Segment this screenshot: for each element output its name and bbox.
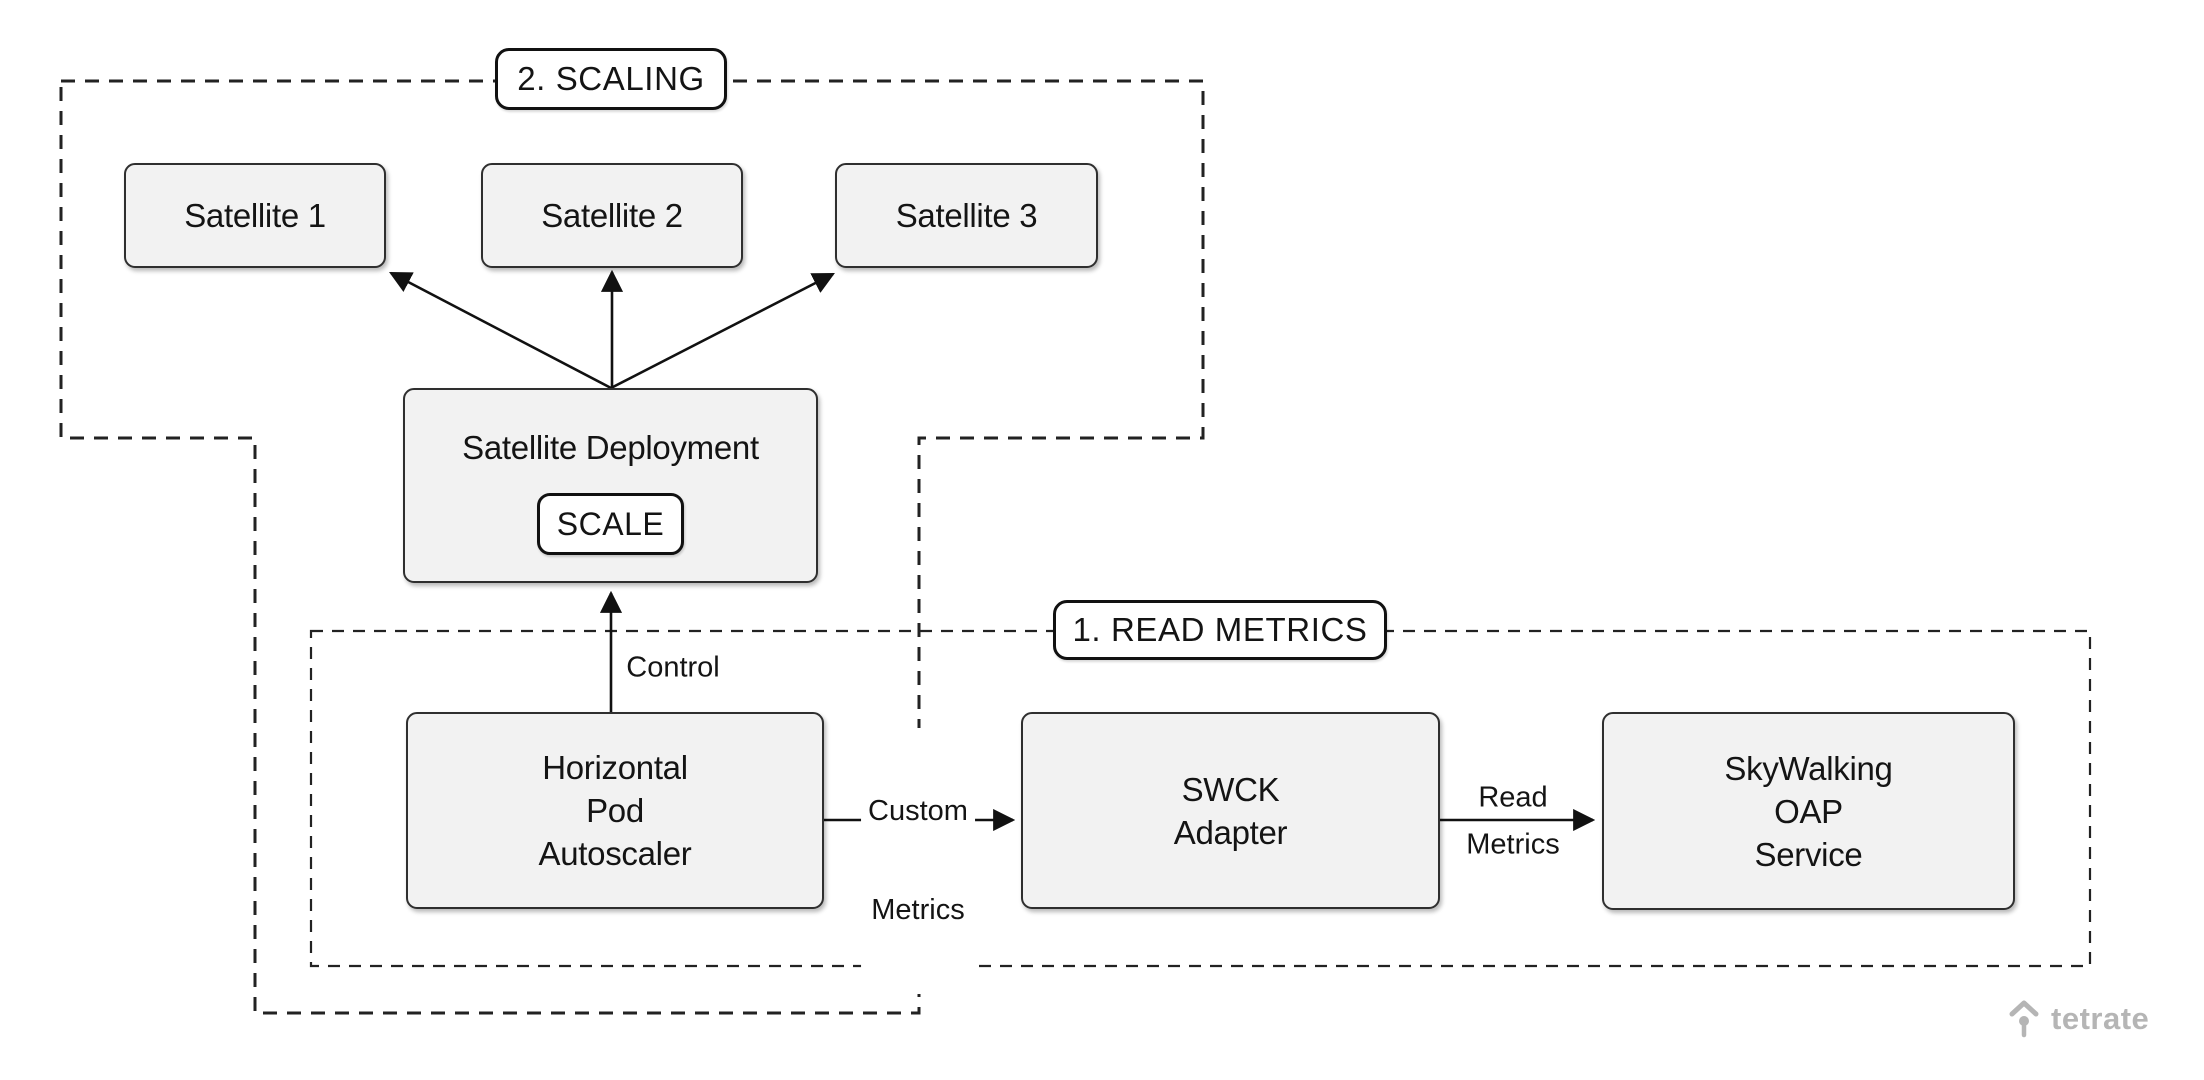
- tetrate-logo-icon: [2009, 1000, 2039, 1038]
- tetrate-brand-text: tetrate: [2051, 1001, 2150, 1036]
- node-hpa-line1: Horizontal: [542, 749, 688, 786]
- node-oap-line3: Service: [1754, 835, 1863, 873]
- edge-label-read-metrics-top: Read: [1471, 780, 1555, 816]
- node-swck-line1: SWCK: [1181, 770, 1280, 808]
- node-oap-line1: SkyWalking: [1724, 749, 1893, 787]
- node-satellite-deployment-label: Satellite Deployment: [462, 429, 759, 466]
- node-satellite-1: Satellite 1: [124, 163, 386, 268]
- arrow-deployment-to-satellite1: [389, 271, 612, 390]
- node-swck-line2: Adapter: [1173, 813, 1288, 851]
- scaling-region-label-text: 2. SCALING: [517, 60, 705, 97]
- scale-button-label: SCALE: [556, 505, 665, 542]
- node-hpa-line3: Autoscaler: [538, 835, 692, 872]
- node-satellite-1-label: Satellite 1: [184, 197, 326, 234]
- read-metrics-region-label: 1. READ METRICS: [1053, 600, 1387, 660]
- node-satellite-3: Satellite 3: [835, 163, 1098, 268]
- read-metrics-region-outline: [309, 629, 2092, 968]
- arrow-deployment-to-satellite3: [610, 272, 835, 390]
- node-oap-line2: OAP: [1774, 792, 1843, 830]
- node-satellite-3-label: Satellite 3: [895, 197, 1038, 234]
- node-swck-adapter: SWCK Adapter: [1021, 712, 1440, 909]
- node-satellite-2-label: Satellite 2: [541, 197, 683, 234]
- edge-label-custom: Custom: [868, 795, 968, 827]
- node-hpa-line2: Pod: [586, 792, 644, 829]
- tetrate-brand: tetrate: [2006, 998, 2149, 1040]
- edge-label-read-metrics-bottom: Metrics: [1459, 827, 1567, 863]
- node-skywalking-oap-service: SkyWalking OAP Service: [1602, 712, 2015, 910]
- node-horizontal-pod-autoscaler: Horizontal Pod Autoscaler: [406, 712, 824, 909]
- edge-label-read-custom-metrics-bottom: Custom Metrics: [861, 728, 975, 994]
- node-satellite-deployment: Satellite Deployment SCALE: [403, 388, 818, 583]
- edge-label-control: Control: [619, 650, 727, 686]
- edge-label-metrics: Metrics: [871, 894, 965, 926]
- node-satellite-2: Satellite 2: [481, 163, 743, 268]
- scaling-region-outline: [59, 79, 1205, 1015]
- read-metrics-region-label-text: 1. READ METRICS: [1072, 611, 1368, 648]
- scaling-region-label: 2. SCALING: [495, 48, 727, 110]
- scale-button: SCALE: [537, 493, 684, 555]
